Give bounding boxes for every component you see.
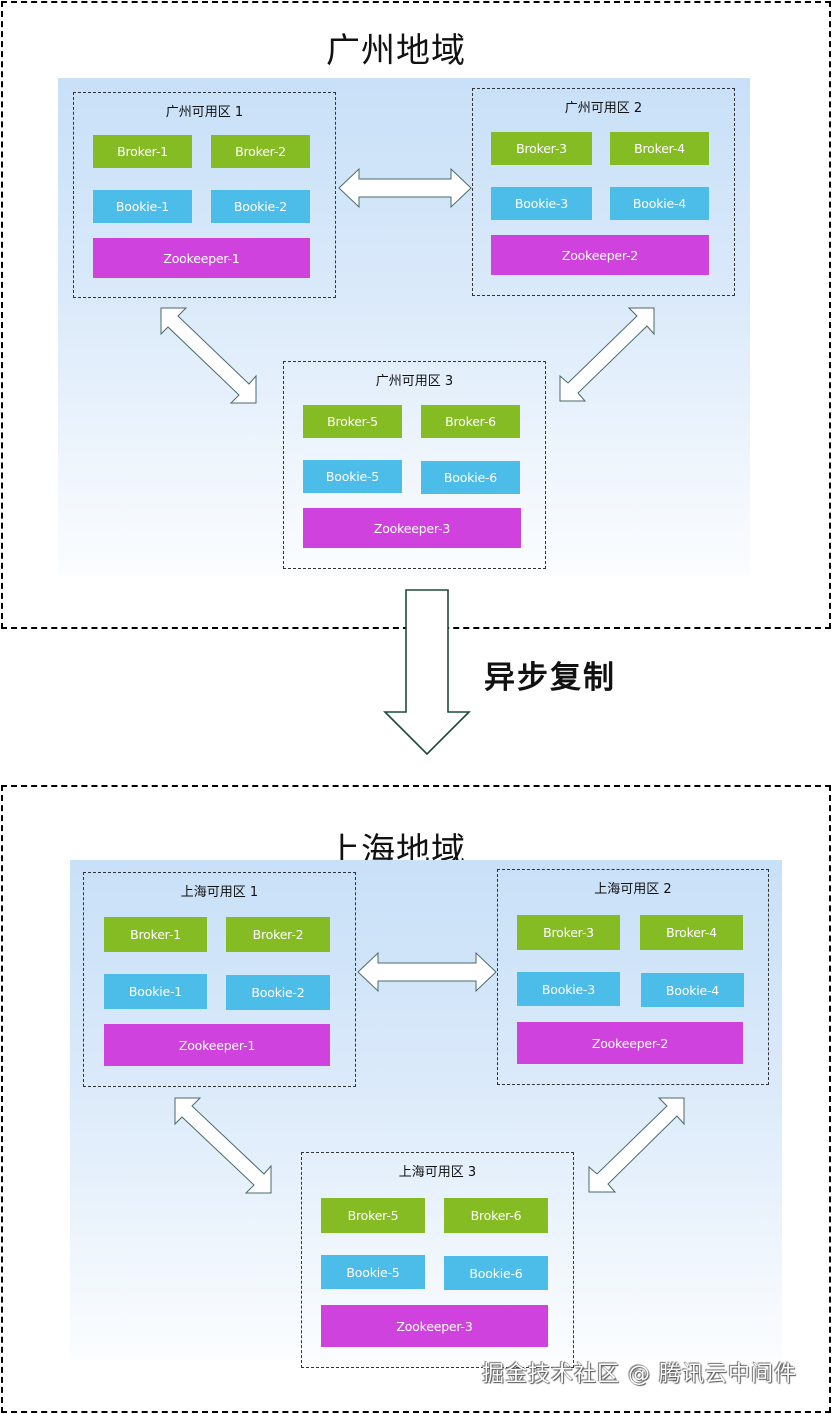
broker-node: Broker-1 (93, 135, 192, 168)
availability-zone: 上海可用区 1 Broker-1 Broker-2 Bookie-1 Booki… (83, 872, 356, 1087)
broker-node: Broker-5 (321, 1198, 425, 1233)
broker-node: Broker-1 (104, 917, 207, 952)
down-arrow-icon (383, 589, 471, 756)
double-arrow-icon (559, 307, 655, 402)
zone-title: 广州可用区 3 (375, 374, 454, 389)
availability-zone: 上海可用区 2 Broker-3 Broker-4 Bookie-3 Booki… (497, 869, 769, 1085)
zone-title: 上海可用区 1 (180, 885, 259, 900)
broker-node: Broker-6 (444, 1198, 548, 1233)
availability-zone: 上海可用区 3 Broker-5 Broker-6 Bookie-5 Booki… (301, 1152, 574, 1368)
zookeeper-node: Zookeeper-2 (517, 1022, 743, 1064)
zone-title: 上海可用区 3 (398, 1165, 477, 1180)
region-title: 广州地域 (326, 31, 466, 71)
replication-label: 异步复制 (484, 660, 616, 696)
double-arrow-icon (160, 307, 257, 404)
bookie-node: Bookie-5 (303, 460, 402, 493)
zookeeper-node: Zookeeper-1 (104, 1024, 330, 1066)
double-arrow-icon (588, 1097, 685, 1193)
zookeeper-node: Zookeeper-3 (321, 1305, 548, 1347)
bookie-node: Bookie-4 (610, 187, 709, 220)
watermark: 掘金技术社区 @ 腾讯云中间件 (482, 1362, 797, 1387)
bookie-node: Bookie-1 (93, 190, 192, 223)
bookie-node: Bookie-3 (517, 972, 620, 1006)
bookie-node: Bookie-5 (321, 1255, 425, 1289)
availability-zone: 广州可用区 2 Broker-3 Broker-4 Bookie-3 Booki… (472, 88, 735, 296)
availability-zone: 广州可用区 3 Broker-5 Broker-6 Bookie-5 Booki… (283, 361, 546, 569)
zone-title: 广州可用区 2 (564, 101, 643, 116)
broker-node: Broker-4 (640, 915, 743, 950)
broker-node: Broker-5 (303, 405, 402, 438)
bookie-node: Bookie-4 (641, 973, 744, 1007)
broker-node: Broker-2 (226, 917, 330, 952)
broker-node: Broker-6 (421, 405, 520, 438)
broker-node: Broker-4 (610, 132, 709, 165)
broker-node: Broker-3 (491, 132, 592, 165)
broker-node: Broker-2 (211, 135, 310, 168)
zookeeper-node: Zookeeper-1 (93, 238, 310, 278)
bookie-node: Bookie-6 (421, 461, 520, 494)
bookie-node: Bookie-6 (444, 1256, 548, 1290)
region-panel-shanghai: 上海可用区 1 Broker-1 Broker-2 Bookie-1 Booki… (70, 860, 782, 1368)
zone-title: 广州可用区 1 (165, 105, 244, 120)
double-arrow-icon (174, 1097, 272, 1194)
double-arrow-icon (338, 167, 472, 209)
zone-title: 上海可用区 2 (594, 882, 672, 897)
zookeeper-node: Zookeeper-2 (491, 235, 709, 275)
region-panel-guangzhou: 广州可用区 1 Broker-1 Broker-2 Bookie-1 Booki… (58, 78, 750, 576)
bookie-node: Bookie-2 (226, 975, 330, 1010)
availability-zone: 广州可用区 1 Broker-1 Broker-2 Bookie-1 Booki… (73, 92, 336, 298)
bookie-node: Bookie-3 (491, 187, 592, 220)
zookeeper-node: Zookeeper-3 (303, 508, 521, 548)
double-arrow-icon (357, 951, 497, 993)
broker-node: Broker-3 (517, 915, 620, 950)
bookie-node: Bookie-2 (211, 190, 310, 223)
bookie-node: Bookie-1 (104, 974, 207, 1009)
